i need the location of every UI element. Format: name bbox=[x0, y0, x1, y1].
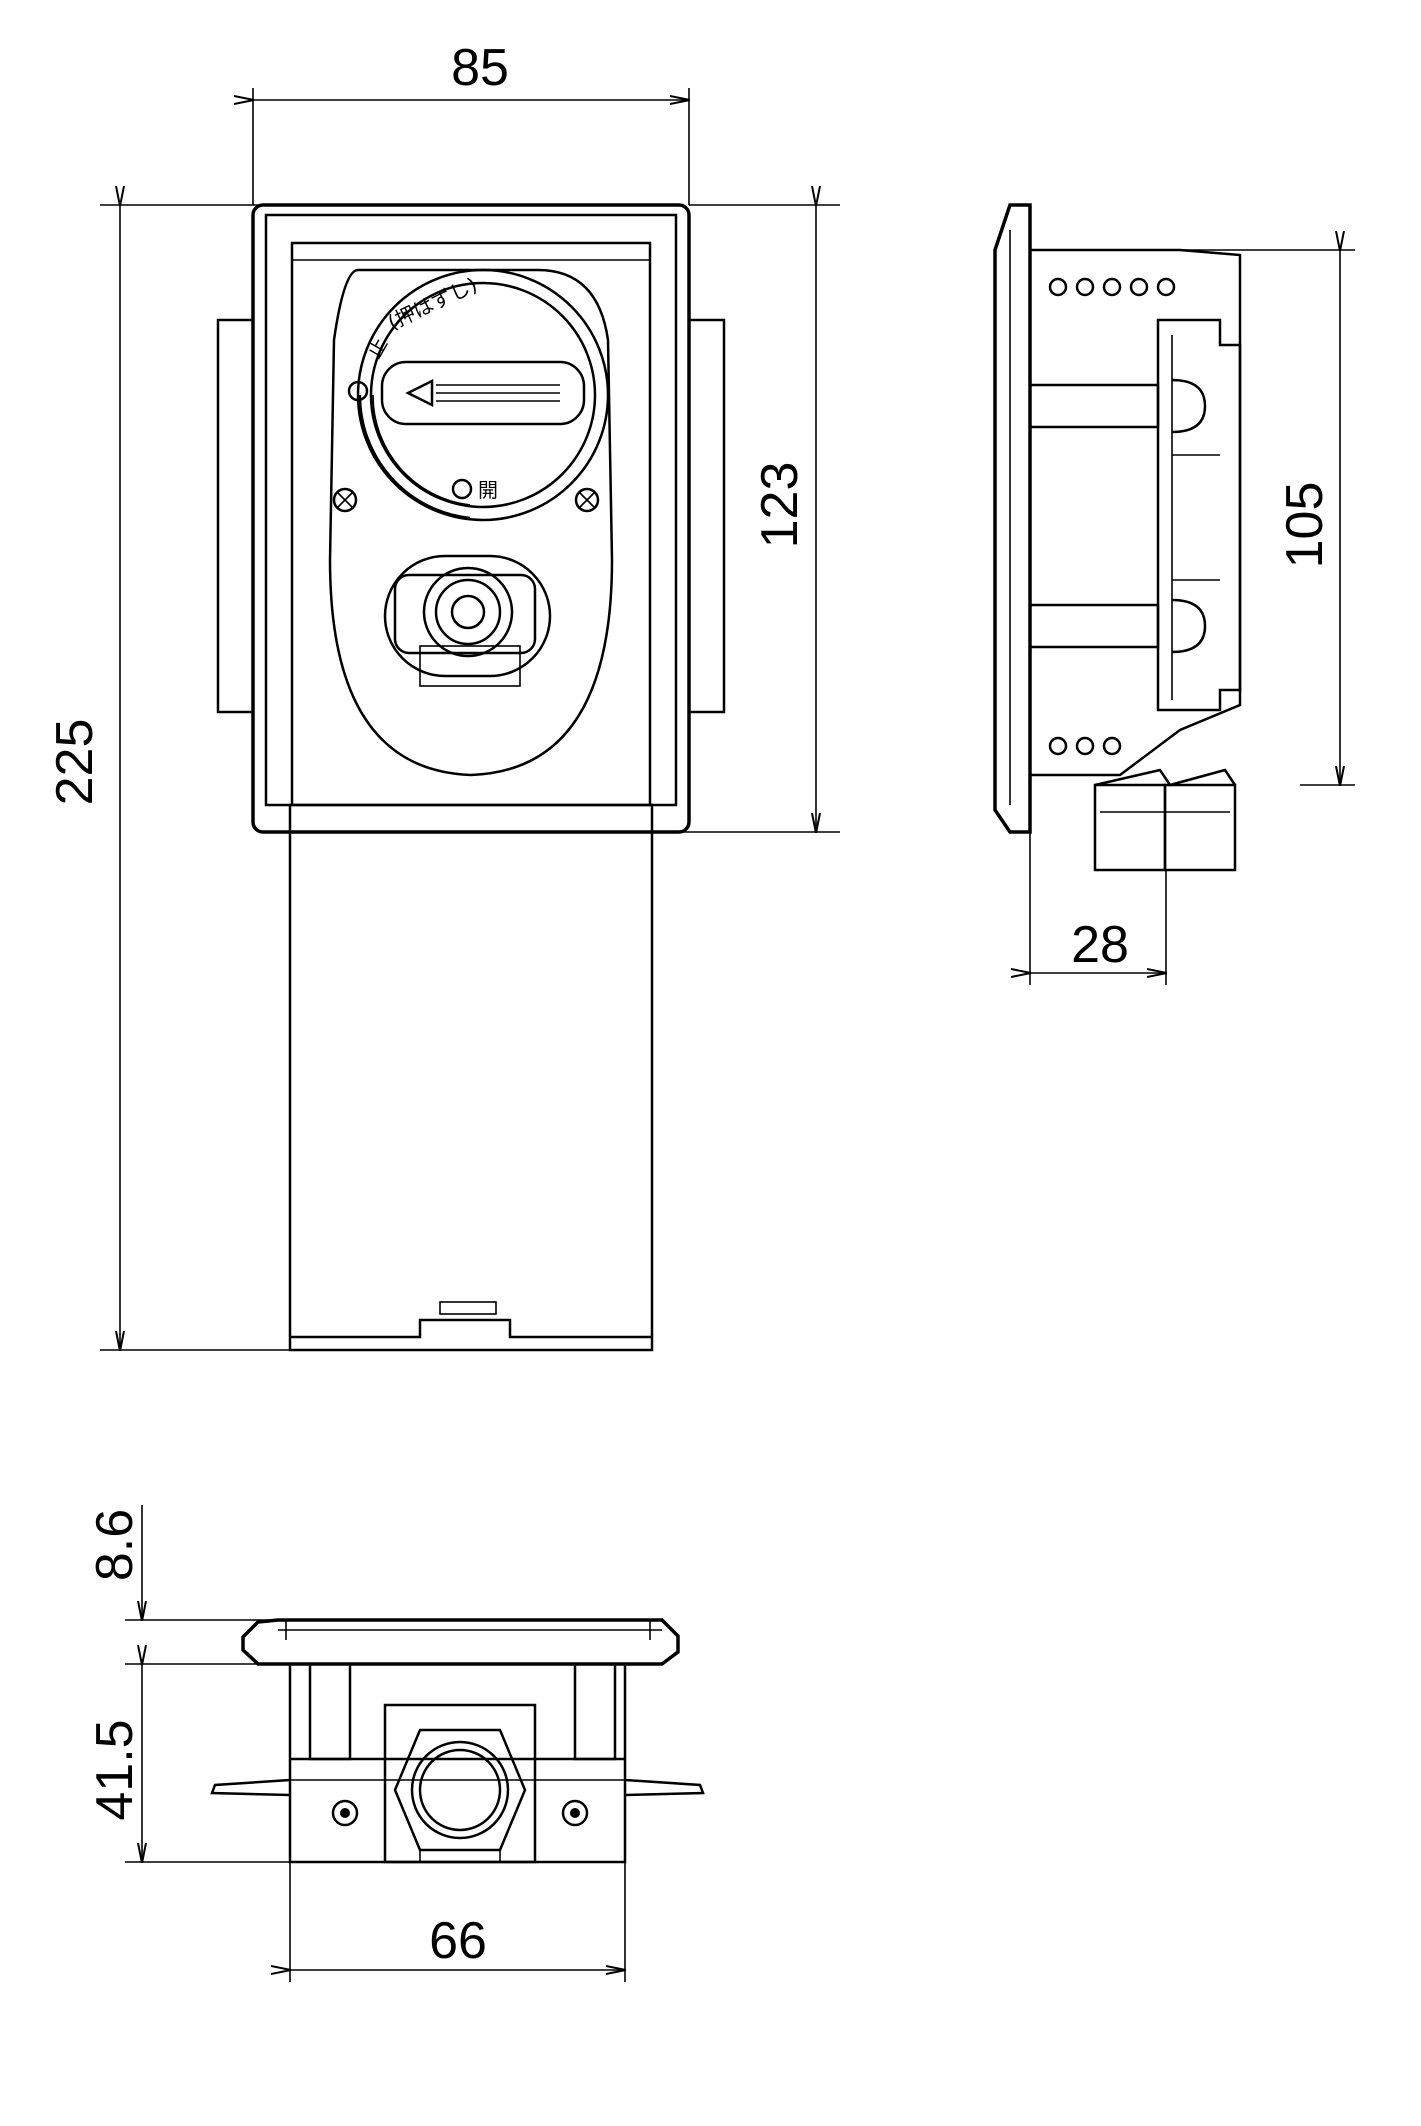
right-mounting-flap bbox=[687, 318, 726, 714]
lower-box-tab bbox=[439, 1301, 497, 1315]
bottom-screw-right-icon bbox=[561, 1799, 589, 1827]
open-mark-label: 開 bbox=[478, 478, 498, 502]
stop-indicator-dot bbox=[347, 380, 369, 402]
dim-bottom-depth: 41.5 bbox=[86, 1664, 300, 1862]
side-clip-lower bbox=[1171, 598, 1207, 654]
side-view: 105 28 bbox=[993, 203, 1355, 985]
bottom-hex-nut bbox=[393, 1728, 527, 1862]
front-view: 85 225 123 bbox=[46, 39, 840, 1352]
dim-label-225: 225 bbox=[46, 719, 104, 806]
screw-right-icon bbox=[574, 487, 600, 513]
left-mounting-flap bbox=[216, 318, 255, 714]
dim-label-28: 28 bbox=[1071, 916, 1129, 974]
bottom-center-boss bbox=[383, 1703, 537, 1864]
dim-label-66: 66 bbox=[429, 1912, 487, 1970]
gas-outlet-socket bbox=[383, 554, 552, 687]
open-indicator-dot bbox=[451, 478, 473, 500]
side-mount-rail bbox=[1156, 318, 1242, 712]
bottom-tab-right bbox=[624, 1778, 705, 1797]
dim-front-total-height: 225 bbox=[46, 205, 290, 1350]
bottom-post-left bbox=[308, 1662, 352, 1761]
side-holes-lower bbox=[1048, 736, 1122, 756]
side-box-body bbox=[1030, 248, 1242, 777]
side-fitting bbox=[1093, 768, 1237, 872]
bottom-view: 8.6 41.5 66 bbox=[86, 1505, 705, 1982]
lower-box bbox=[288, 803, 654, 1352]
dim-bottom-width: 66 bbox=[290, 1840, 625, 1982]
side-holes-upper bbox=[1048, 277, 1176, 297]
dim-bottom-flange: 8.6 bbox=[86, 1505, 270, 1620]
valve-knob: 止 開 (押はずし) bbox=[347, 268, 610, 522]
side-shaft-upper bbox=[1028, 383, 1160, 429]
valve-cover-plate bbox=[328, 268, 614, 777]
dim-label-85: 85 bbox=[451, 39, 509, 97]
lower-box-notch bbox=[290, 1318, 652, 1339]
bottom-screw-left-icon bbox=[331, 1799, 359, 1827]
outer-frame bbox=[251, 203, 691, 834]
dim-front-upper-height: 123 bbox=[680, 205, 840, 832]
dim-label-41.5: 41.5 bbox=[86, 1719, 144, 1820]
inner-frame-rim bbox=[264, 213, 678, 807]
side-cover-profile bbox=[993, 203, 1032, 834]
dim-side-depth: 28 bbox=[1030, 830, 1166, 985]
dim-side-height: 105 bbox=[1180, 250, 1355, 785]
side-shaft-lower bbox=[1028, 603, 1160, 649]
dim-label-8.6: 8.6 bbox=[86, 1509, 144, 1581]
dim-label-105: 105 bbox=[1276, 482, 1334, 569]
knob-arrow-icon bbox=[405, 378, 434, 408]
side-clip-upper bbox=[1171, 378, 1207, 434]
dim-front-width: 85 bbox=[253, 39, 689, 205]
dim-label-123: 123 bbox=[751, 462, 809, 549]
screw-left-icon bbox=[332, 487, 358, 513]
bottom-post-right bbox=[573, 1662, 617, 1761]
bottom-flange-cover bbox=[241, 1618, 680, 1666]
bottom-tab-left bbox=[210, 1778, 291, 1797]
